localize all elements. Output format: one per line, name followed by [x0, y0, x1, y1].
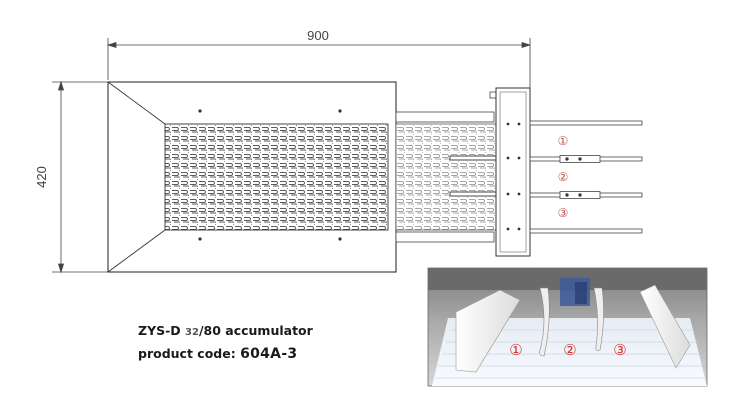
- model-suffix: /80 accumulator: [198, 323, 313, 338]
- dimension-height: [52, 80, 108, 274]
- product-photo: [427, 267, 708, 387]
- product-code-label: product code:: [138, 346, 241, 361]
- dimension-width: [106, 38, 532, 90]
- height-dimension-label: 420: [34, 166, 49, 188]
- product-code-value: 604A-3: [240, 346, 298, 362]
- photo-lane-number-3: ③: [613, 341, 626, 359]
- width-dimension-label: 900: [307, 28, 329, 43]
- lane-number-2: ②: [558, 170, 569, 184]
- end-plate: [489, 87, 531, 257]
- model-caption: ZYS-D 32/80 accumulator: [138, 323, 313, 338]
- model-prefix: ZYS-D: [138, 323, 186, 338]
- lane-number-3: ③: [558, 206, 569, 220]
- product-code-caption: product code: 604A-3: [138, 346, 297, 362]
- conveyor-belt: [164, 123, 389, 231]
- lane-rods: [529, 120, 643, 234]
- photo-lane-number-1: ①: [509, 341, 522, 359]
- conveyor-belt-extension: [395, 123, 499, 231]
- lane-number-1: ①: [558, 134, 569, 148]
- photo-lane-number-2: ②: [563, 341, 576, 359]
- model-highlight: 32: [185, 327, 199, 338]
